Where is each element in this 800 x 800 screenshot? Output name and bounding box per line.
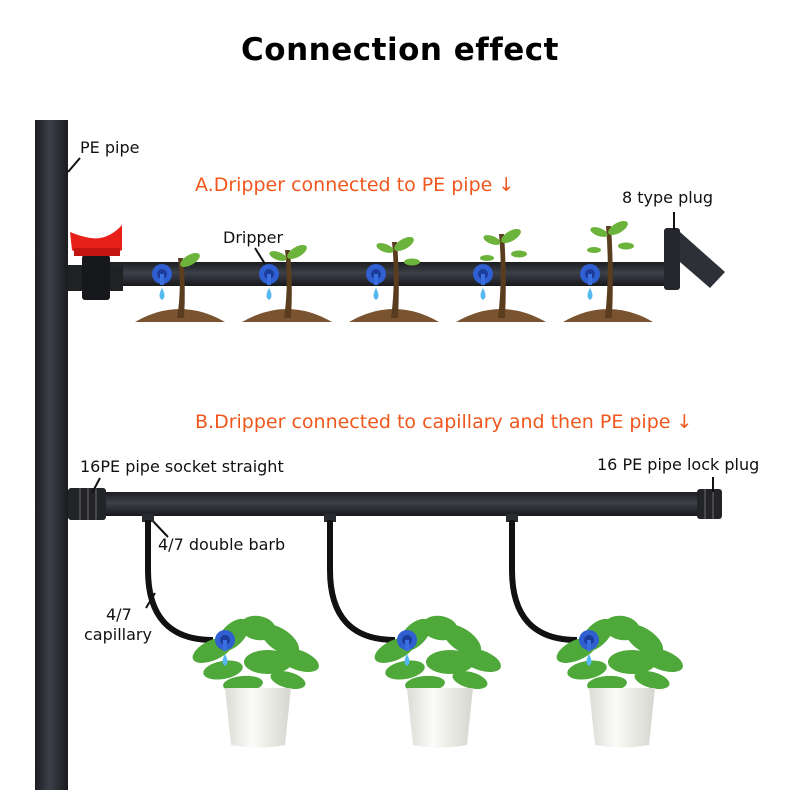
socket-straight-icon: [68, 488, 106, 520]
leaf-icon: [385, 660, 425, 680]
water-drop-icon: [587, 288, 593, 300]
label-plug: 8 type plug: [622, 188, 713, 207]
leaf-icon: [260, 624, 300, 656]
potted-plant: [142, 514, 319, 748]
water-drop-icon: [266, 288, 272, 300]
leaf-icon: [442, 624, 482, 656]
stem: [391, 242, 399, 318]
water-drop-icon: [480, 288, 486, 300]
capillary-tube: [145, 520, 214, 643]
leaf-icon: [244, 650, 292, 674]
dripper-icon: [473, 264, 493, 300]
leaf-icon: [608, 221, 628, 235]
label-dripper: Dripper: [223, 228, 284, 247]
capillary-tube: [327, 520, 396, 643]
water-drop-icon: [404, 654, 410, 666]
double-barb-icon: [324, 514, 336, 522]
potted-plant: [324, 514, 501, 748]
double-barb-icon: [142, 514, 154, 522]
leader-pe-pipe: [67, 157, 81, 173]
leaf-icon: [180, 253, 200, 267]
flower-pot: [589, 688, 655, 748]
leaf-icon: [483, 235, 501, 245]
leaf-icon: [394, 237, 414, 251]
valve-icon: [68, 225, 123, 300]
label-lock-plug: 16 PE pipe lock plug: [597, 455, 760, 474]
double-barb-icon: [506, 514, 518, 522]
dripper-icon: [580, 264, 600, 300]
label-capillary-line1: 4/7: [106, 605, 132, 624]
dripper-icon: [259, 264, 279, 300]
pot-row-b: [142, 514, 683, 748]
label-socket: 16PE pipe socket straight: [80, 457, 284, 476]
lock-plug-icon: [697, 489, 722, 519]
potted-plant: [506, 514, 683, 748]
leaf-icon: [269, 251, 287, 261]
stem: [498, 234, 506, 318]
page-title: Connection effect: [241, 32, 559, 68]
dripper-icon: [152, 264, 172, 300]
dripper-icon: [579, 630, 599, 666]
stem: [605, 226, 613, 318]
section-b-heading: B.Dripper connected to capillary and the…: [195, 411, 693, 433]
leaf-icon: [287, 245, 307, 259]
main-pe-pipe: [35, 120, 68, 790]
leader-socket: [91, 477, 101, 494]
leaf-icon: [501, 228, 521, 243]
capillary-tube: [509, 520, 578, 643]
dripper-icon: [215, 630, 235, 666]
leaf-icon: [624, 624, 664, 656]
stem: [177, 258, 185, 318]
water-drop-icon: [159, 288, 165, 300]
leaf-icon: [452, 670, 488, 690]
seedling: [349, 237, 439, 322]
dripper-icon: [366, 264, 386, 300]
leaf-icon: [634, 670, 670, 690]
leader-dripper: [254, 247, 266, 265]
leaf-icon: [203, 660, 243, 680]
label-double-barb: 4/7 double barb: [158, 535, 286, 554]
label-capillary-line2: capillary: [84, 625, 152, 644]
flower-pot: [407, 688, 473, 748]
eight-type-plug-icon: [664, 228, 725, 290]
leaf-icon: [590, 227, 608, 237]
leaf-icon: [480, 255, 494, 261]
dripper-icon: [397, 630, 417, 666]
water-drop-icon: [586, 654, 592, 666]
stem: [284, 250, 292, 318]
leaf-icon: [404, 258, 420, 266]
plant-row-a: [135, 221, 653, 322]
leaf-icon: [376, 243, 394, 253]
leaf-icon: [270, 670, 306, 690]
seedling: [135, 253, 225, 322]
seedling: [242, 245, 332, 322]
section-a-heading: A.Dripper connected to PE pipe ↓: [195, 174, 515, 196]
water-drop-icon: [373, 288, 379, 300]
leaf-icon: [511, 250, 527, 258]
leaf-icon: [587, 247, 601, 253]
pipe-b: [75, 492, 715, 516]
seedling: [456, 228, 546, 322]
water-drop-icon: [222, 654, 228, 666]
leaf-icon: [426, 650, 474, 674]
leaf-icon: [618, 242, 634, 250]
leaf-icon: [608, 650, 656, 674]
flower-pot: [225, 688, 291, 748]
leaf-icon: [567, 660, 607, 680]
label-pe-pipe: PE pipe: [80, 138, 140, 157]
seedling: [563, 221, 653, 322]
